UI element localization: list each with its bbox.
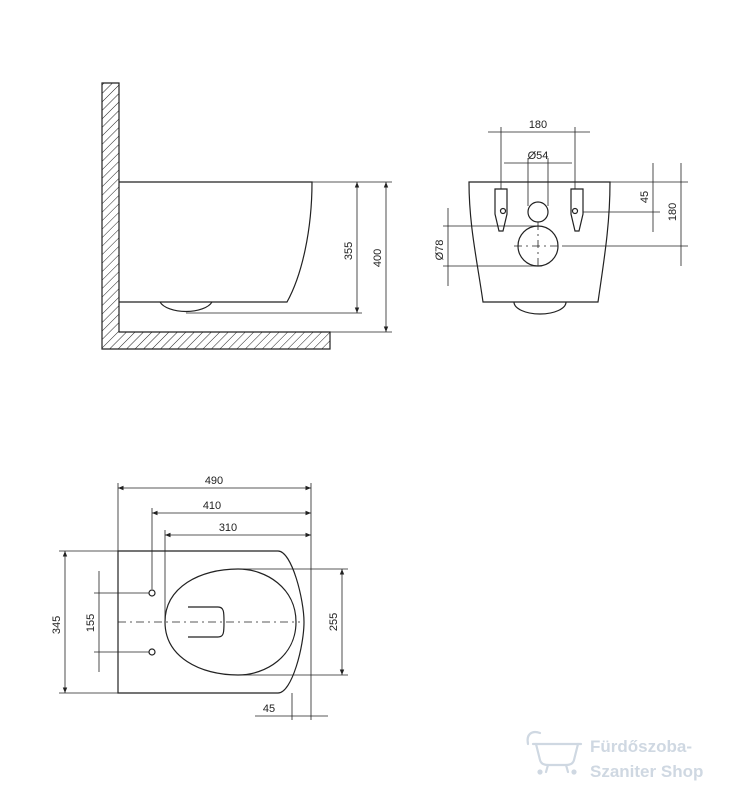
wall-floor-section <box>101 82 331 350</box>
dim-45-rear: 45 <box>639 191 651 203</box>
bracket-right <box>570 188 584 232</box>
fixing-hole-bottom <box>148 648 156 656</box>
dim-410: 410 <box>203 500 221 512</box>
dim-180-right: 180 <box>667 203 679 221</box>
dim-45-top: 45 <box>263 703 275 715</box>
dim-255: 255 <box>328 613 340 631</box>
dim-54: Ø54 <box>528 150 549 162</box>
bracket-right-hole <box>571 207 579 215</box>
watermark: Fürdőszoba- Szaniter Shop <box>526 730 703 781</box>
dim-155: 155 <box>85 614 97 632</box>
fixing-hole-top <box>148 589 156 597</box>
dim-355: 355 <box>343 242 355 260</box>
side-view: 355 400 <box>101 82 392 350</box>
dim-400: 400 <box>372 249 384 267</box>
dim-78: Ø78 <box>434 240 446 261</box>
watermark-line-1: Fürdőszoba- <box>590 737 692 756</box>
bracket-left-hole <box>499 207 507 215</box>
top-body-outline <box>117 550 305 694</box>
dim-180-top: 180 <box>529 119 547 131</box>
dim-345: 345 <box>51 616 63 634</box>
dim-310: 310 <box>219 522 237 534</box>
top-rim-opening <box>188 606 225 638</box>
watermark-line-2: Szaniter Shop <box>590 762 703 781</box>
side-outlet <box>159 301 213 313</box>
bracket-left <box>494 188 508 232</box>
side-bowl-outline <box>119 181 313 303</box>
rear-view: 180 Ø54 45 180 Ø78 <box>434 119 688 315</box>
dim-490: 490 <box>205 475 223 487</box>
bathtub-icon <box>526 730 583 775</box>
top-seat-outline <box>164 568 297 676</box>
top-view: 490 410 310 345 155 255 45 <box>51 475 348 720</box>
inlet-circle <box>527 201 549 223</box>
rear-outlet <box>513 301 567 315</box>
rear-bowl-outline <box>468 181 611 303</box>
